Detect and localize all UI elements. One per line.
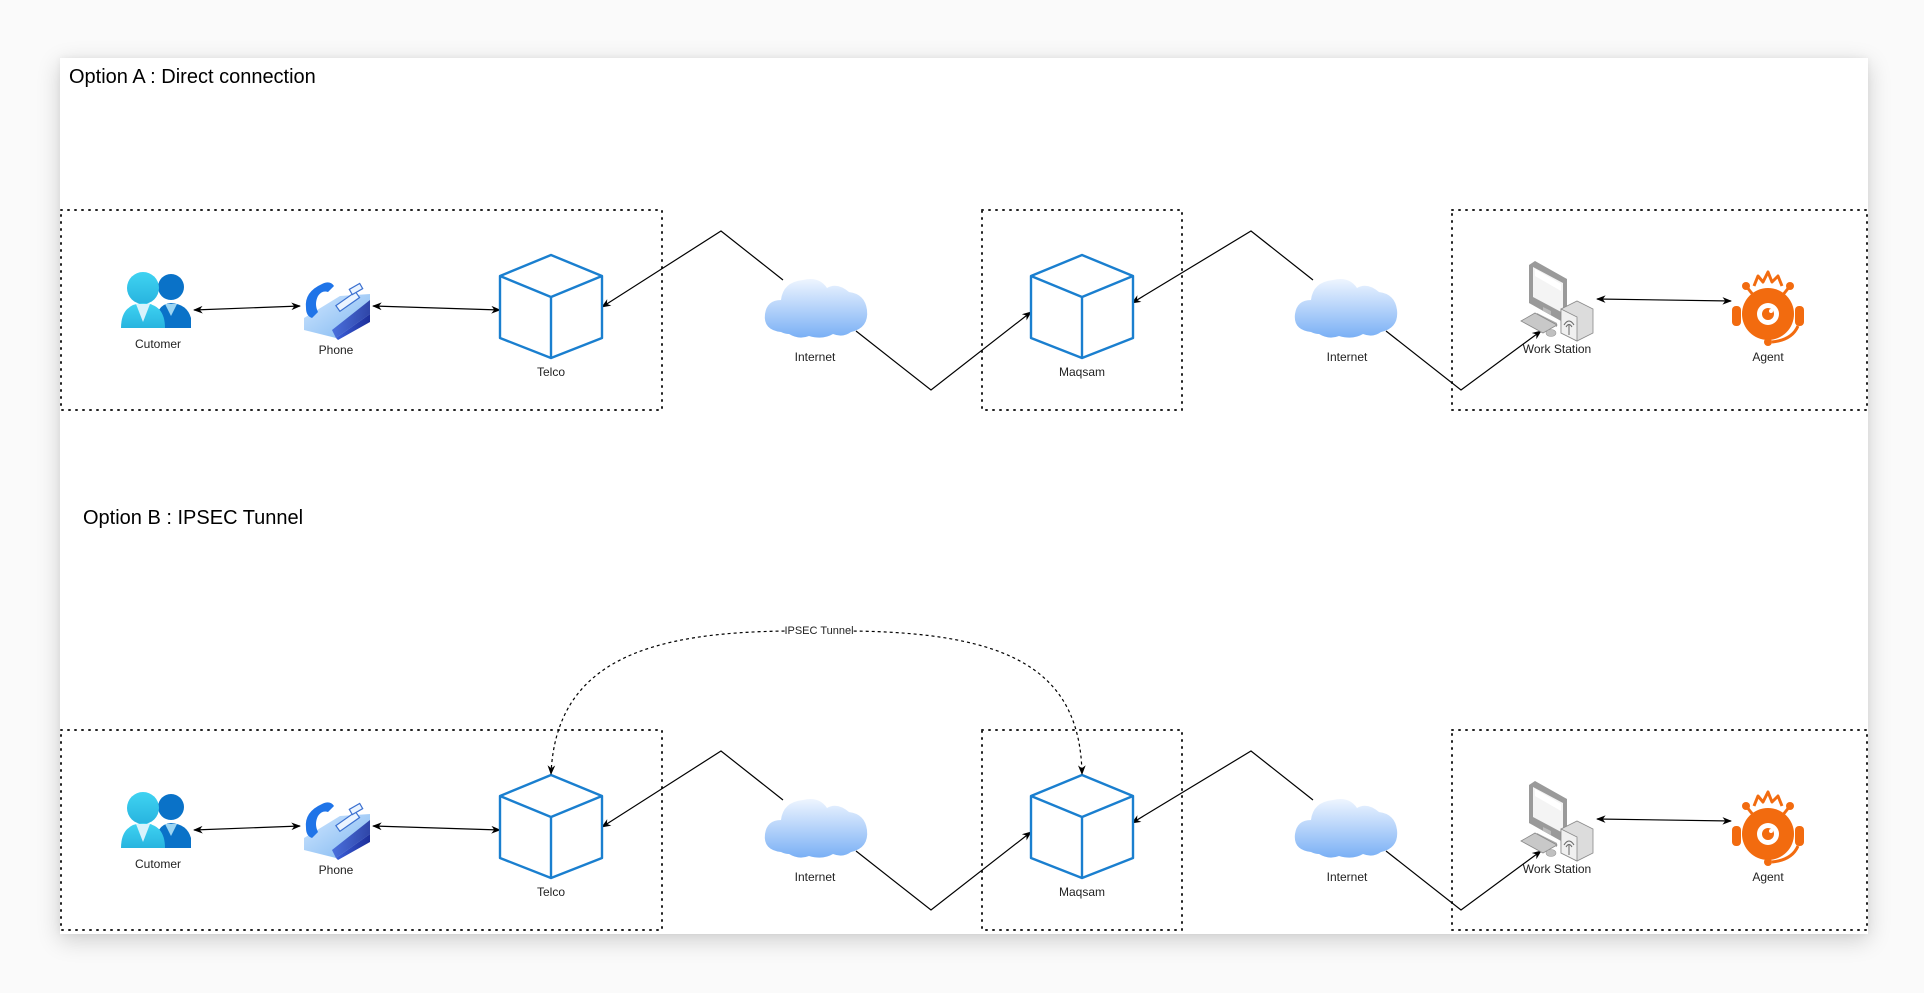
edge-internet2-to-maqsam[interactable]: [1131, 750, 1314, 824]
edge-internet1-to-maqsam[interactable]: [855, 831, 1032, 911]
group-box-agent-side: [1451, 209, 1868, 411]
section-title: Option B : IPSEC Tunnel: [83, 507, 303, 529]
node-internet1[interactable]: Internet: [764, 279, 868, 364]
cube-icon: [498, 253, 604, 360]
group-box-customer-side: [60, 729, 663, 931]
telco-label: Telco: [537, 885, 565, 899]
node-telco[interactable]: Telco: [498, 253, 604, 379]
node-customer[interactable]: Cutomer: [121, 272, 191, 351]
users-icon: [121, 272, 191, 328]
internet2-label: Internet: [1327, 870, 1368, 884]
internet1-label: Internet: [795, 350, 836, 364]
agent-label: Agent: [1752, 870, 1784, 884]
workstation-icon: [1520, 780, 1594, 862]
node-internet2[interactable]: Internet: [1294, 279, 1398, 364]
edge-workstation-to-agent[interactable]: [1596, 295, 1732, 305]
telco-label: Telco: [537, 365, 565, 379]
edge-phone-to-telco[interactable]: [372, 822, 501, 834]
edge-customer-to-phone[interactable]: [193, 302, 301, 314]
cube-icon: [1029, 253, 1135, 360]
edge-workstation-to-agent[interactable]: [1596, 815, 1732, 825]
node-maqsam[interactable]: Maqsam: [1029, 253, 1135, 379]
cube-icon: [1029, 773, 1135, 880]
cloud-icon: [1294, 799, 1398, 858]
node-telco[interactable]: Telco: [498, 773, 604, 899]
node-maqsam[interactable]: Maqsam: [1029, 773, 1135, 899]
node-agent[interactable]: Agent: [1730, 790, 1806, 884]
group-box-customer-side: [60, 209, 663, 411]
node-workstation[interactable]: Work Station: [1520, 780, 1594, 876]
tunnel-label-bg: [786, 623, 852, 637]
edge-customer-to-phone[interactable]: [193, 822, 301, 834]
ipsec-tunnel-line[interactable]: [547, 630, 1086, 775]
ipsec-tunnel[interactable]: IPSEC Tunnel: [547, 623, 1086, 775]
customer-label: Cutomer: [135, 857, 181, 871]
node-internet1[interactable]: Internet: [764, 799, 868, 884]
edge-internet1-to-maqsam[interactable]: [855, 311, 1032, 391]
internet1-label: Internet: [795, 870, 836, 884]
users-icon: [121, 792, 191, 848]
edge-internet2-to-workstation[interactable]: [1385, 850, 1542, 911]
node-workstation[interactable]: Work Station: [1520, 260, 1594, 356]
workstation-label: Work Station: [1523, 342, 1591, 356]
edge-internet2-to-workstation[interactable]: [1385, 330, 1542, 391]
phone-label: Phone: [319, 863, 354, 877]
edge-internet1-to-telco[interactable]: [601, 750, 784, 828]
group-box-maqsam-side: [981, 209, 1183, 411]
internet2-label: Internet: [1327, 350, 1368, 364]
cloud-icon: [764, 799, 868, 858]
workstation-icon: [1520, 260, 1594, 342]
workstation-label: Work Station: [1523, 862, 1591, 876]
node-agent[interactable]: Agent: [1730, 270, 1806, 364]
node-internet2[interactable]: Internet: [1294, 799, 1398, 884]
customer-label: Cutomer: [135, 337, 181, 351]
cube-icon: [498, 773, 604, 880]
section-title: Option A : Direct connection: [69, 66, 316, 88]
maqsam-label: Maqsam: [1059, 885, 1105, 899]
group-box-agent-side: [1451, 729, 1868, 931]
phone-label: Phone: [319, 343, 354, 357]
desk-phone-icon: [303, 281, 371, 341]
node-customer[interactable]: Cutomer: [121, 792, 191, 871]
maqsam-label: Maqsam: [1059, 365, 1105, 379]
ipsec-tunnel-label: IPSEC Tunnel: [784, 625, 853, 637]
agent-label: Agent: [1752, 350, 1784, 364]
edge-internet1-to-telco[interactable]: [601, 230, 784, 308]
cloud-icon: [1294, 279, 1398, 338]
desk-phone-icon: [303, 801, 371, 861]
node-phone[interactable]: Phone: [303, 281, 371, 357]
edge-internet2-to-maqsam[interactable]: [1131, 230, 1314, 304]
network-diagram: Option A : Direct connectionCutomerPhone…: [60, 66, 1868, 931]
node-phone[interactable]: Phone: [303, 801, 371, 877]
group-box-maqsam-side: [981, 729, 1183, 931]
edge-phone-to-telco[interactable]: [372, 302, 501, 314]
agent-headset-icon: [1730, 270, 1806, 348]
cloud-icon: [764, 279, 868, 338]
agent-headset-icon: [1730, 790, 1806, 868]
